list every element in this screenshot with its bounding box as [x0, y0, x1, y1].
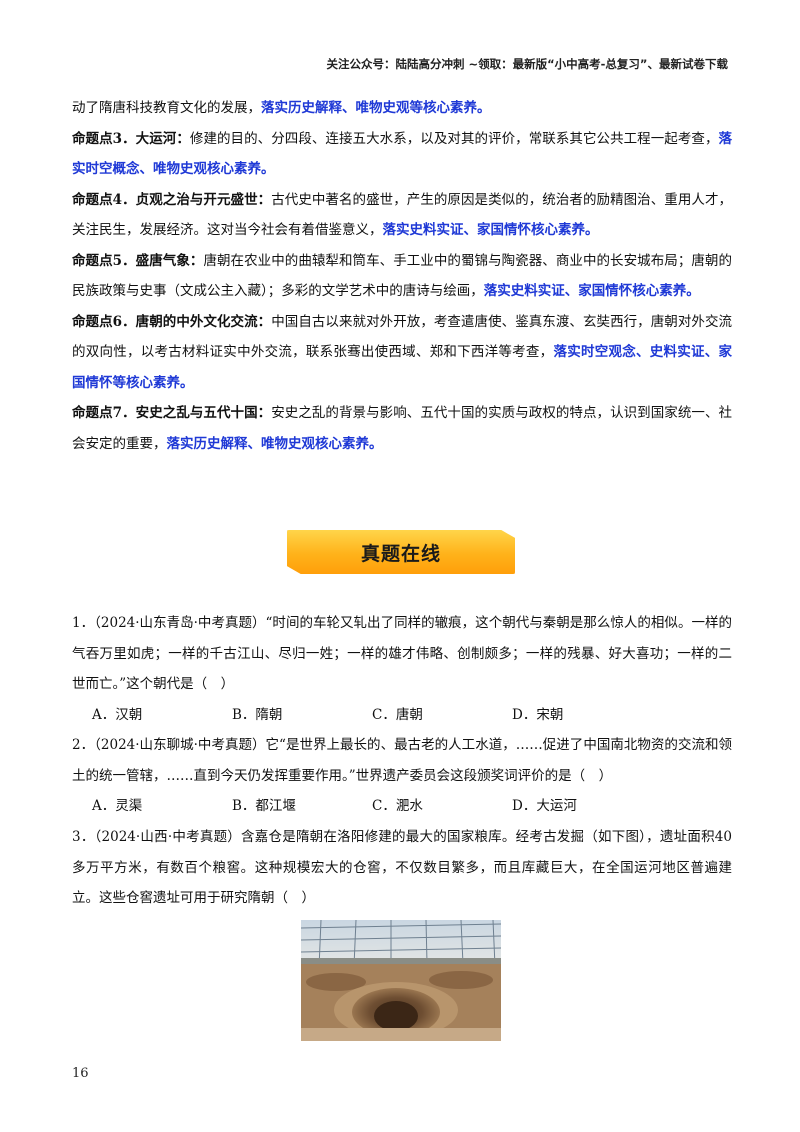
- intro-section: 动了隋唐科技教育文化的发展，落实历史解释、唯物史观等核心素养。 命题点3．大运河…: [72, 93, 732, 459]
- highlight-text: 落实历史解释、唯物史观等核心素养。: [261, 100, 491, 116]
- paragraph-text: 动了隋唐科技教育文化的发展，: [72, 100, 261, 116]
- proposition-lead: 命题点6．唐朝的中外文化交流：: [72, 313, 272, 330]
- proposition-point-6: 命题点6．唐朝的中外文化交流：中国自古以来就对外开放，考查遣唐使、鉴真东渡、玄奘…: [72, 307, 732, 399]
- highlight-text: 落实时空观念、史料实证、家国情怀等核心素养。: [72, 344, 733, 391]
- option-c: C．淝水: [372, 798, 423, 814]
- question-stem: 2．（2024·山东聊城·中考真题）它“是世界上最长的、最古老的人工水道，……促…: [72, 737, 732, 784]
- option-d: D．大运河: [512, 798, 577, 814]
- banner-title: 真题在线: [360, 542, 441, 565]
- proposition-lead: 命题点4．贞观之治与开元盛世：: [72, 191, 272, 208]
- option-c: C．唐朝: [372, 706, 423, 723]
- highlight-text: 落实史料实证、家国情怀核心素养。: [382, 222, 599, 238]
- option-b: B．隋朝: [232, 706, 283, 723]
- question-options: A．灵渠 B．都江堰 C．淝水 D．大运河: [72, 791, 732, 822]
- proposition-lead: 命题点5．盛唐气象：: [72, 252, 204, 269]
- proposition-lead: 命题点7．安史之乱与五代十国：: [72, 405, 272, 421]
- proposition-point-4: 命题点4．贞观之治与开元盛世：古代史中著名的盛世，产生的原因是类似的，统治者的励…: [72, 185, 732, 246]
- paragraph-text: 中国自古以来就对外开放，考查遣唐使、鉴真东渡、玄奘西行，唐朝对外交流的双向性，以…: [72, 313, 733, 361]
- page-header: 关注公众号：陆陆高分冲刺 ~领取：最新版“小中高考-总复习”、最新试卷下载: [326, 57, 728, 71]
- option-d: D．宋朝: [512, 706, 564, 723]
- banner-background: [287, 530, 515, 574]
- paragraph-text: 修建的目的、分四段、连接五大水系，以及对其的评价，常联系其它公共工程一起考查，: [189, 130, 719, 147]
- proposition-point-5: 命题点5．盛唐气象：唐朝在农业中的曲辕犁和筒车、手工业中的蜀锦与陶瓷器、商业中的…: [72, 246, 732, 307]
- excavation-photo-drawing: [301, 920, 501, 1041]
- excavation-site-photo: [301, 920, 501, 1041]
- question-1: 1．（2024·山东青岛·中考真题）“时间的车轮又轧出了同样的辙痕，这个朝代与秦…: [72, 608, 732, 730]
- page-number: 16: [72, 1066, 89, 1081]
- proposition-lead: 命题点3．大运河：: [72, 130, 190, 147]
- paragraph-text: 安史之乱的背景与影响、五代十国的实质与政权的特点，认识到国家统一、社会安定的重要…: [72, 405, 733, 452]
- question-options: A．汉朝 B．隋朝 C．唐朝 D．宋朝: [72, 700, 732, 731]
- option-b: B．都江堰: [232, 798, 296, 814]
- paragraph-text: 唐朝在农业中的曲辕犁和筒车、手工业中的蜀锦与陶瓷器、商业中的长安城布局；唐朝的民…: [72, 252, 732, 300]
- proposition-point-3: 命题点3．大运河：修建的目的、分四段、连接五大水系，以及对其的评价，常联系其它公…: [72, 124, 732, 185]
- intro-paragraph: 动了隋唐科技教育文化的发展，落实历史解释、唯物史观等核心素养。: [72, 93, 732, 124]
- paragraph-text: 古代史中著名的盛世，产生的原因是类似的，统治者的励精图治、重用人才，关注民生，发…: [72, 191, 733, 239]
- question-3: 3．（2024·山西·中考真题）含嘉仓是隋朝在洛阳修建的最大的国家粮库。经考古发…: [72, 822, 732, 914]
- highlight-text: 落实时空概念、唯物史观核心素养。: [72, 130, 732, 178]
- section-banner: 真题在线: [287, 530, 515, 574]
- highlight-text: 落实历史解释、唯物史观核心素养。: [166, 435, 383, 452]
- question-stem: 3．（2024·山西·中考真题）含嘉仓是隋朝在洛阳修建的最大的国家粮库。经考古发…: [72, 829, 732, 906]
- option-a: A．汉朝: [92, 706, 143, 723]
- option-a: A．灵渠: [92, 798, 143, 814]
- proposition-point-7: 命题点7．安史之乱与五代十国：安史之乱的背景与影响、五代十国的实质与政权的特点，…: [72, 398, 732, 459]
- highlight-text: 落实史料实证、家国情怀核心素养。: [483, 283, 700, 299]
- question-2: 2．（2024·山东聊城·中考真题）它“是世界上最长的、最古老的人工水道，……促…: [72, 730, 732, 822]
- question-stem: 1．（2024·山东青岛·中考真题）“时间的车轮又轧出了同样的辙痕，这个朝代与秦…: [72, 615, 732, 692]
